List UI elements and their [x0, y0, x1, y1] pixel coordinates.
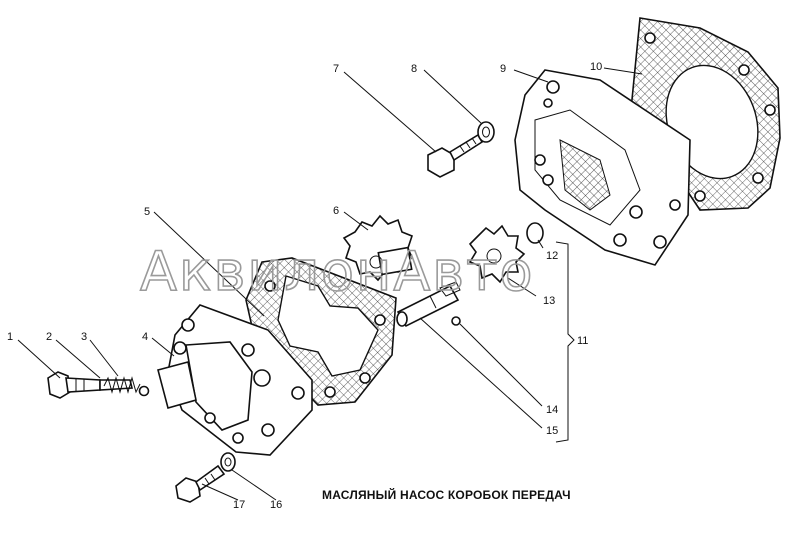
callout-6: 6: [333, 205, 339, 217]
callout-13: 13: [543, 295, 555, 307]
valve-ball: [138, 385, 150, 397]
ring-12: [526, 222, 544, 244]
bolt-17: [175, 464, 226, 503]
callout-11: 11: [577, 335, 588, 347]
callout-1: 1: [7, 331, 13, 343]
callout-10: 10: [590, 61, 602, 73]
gasket-10: [629, 17, 781, 211]
bolt-7: [427, 133, 484, 178]
callout-16: 16: [270, 499, 282, 511]
leader-lines: [17, 67, 643, 501]
washer-8: [477, 121, 495, 143]
callout-12: 12: [546, 250, 558, 262]
callout-5: 5: [144, 206, 150, 218]
callout-4: 4: [142, 331, 148, 343]
pump-cover-4: [157, 304, 313, 456]
callout-7: 7: [333, 63, 339, 75]
callout-15: 15: [546, 425, 558, 437]
plug-1: [47, 371, 101, 399]
diagram-caption: МАСЛЯНЫЙ НАСОС КОРОБОК ПЕРЕДАЧ: [322, 487, 571, 502]
callout-numbers: 1 2 3 4 5 6 7 8 9 10 11 12 13 14 15 16 1…: [7, 61, 602, 511]
watermark: АквилонАвто: [140, 240, 535, 303]
spring-3: [103, 376, 141, 394]
pump-body-9: [514, 69, 691, 266]
gear-6: [342, 214, 414, 282]
callout-2: 2: [46, 331, 52, 343]
washer-16: [220, 452, 236, 472]
gear-13: [468, 224, 526, 284]
callout-14: 14: [546, 404, 558, 416]
callout-8: 8: [411, 63, 417, 75]
shaft-15: [396, 281, 461, 328]
valve-2: [99, 379, 134, 391]
ball-14: [451, 316, 461, 326]
callout-3: 3: [81, 331, 87, 343]
callout-17: 17: [233, 499, 245, 511]
callout-9: 9: [500, 63, 506, 75]
